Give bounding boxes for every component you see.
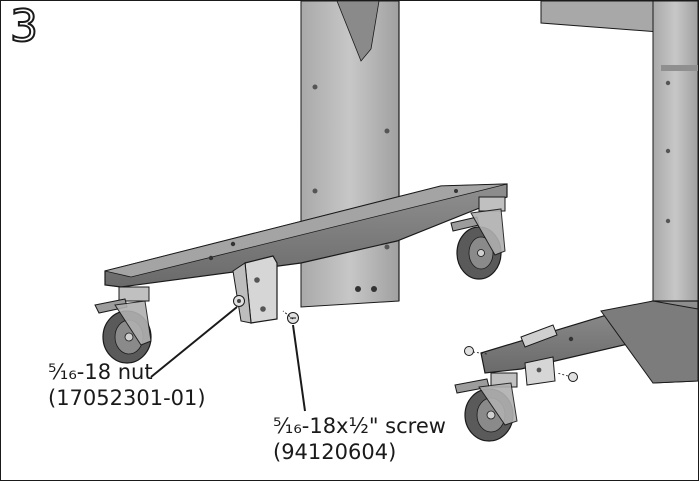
nut-size-label: ⁵⁄₁₆-18 nut — [48, 360, 153, 384]
screw-callout: ⁵⁄₁₆-18x½" screw (94120604) — [273, 413, 446, 465]
nut-leader-line — [150, 306, 238, 378]
screw-part — [282, 310, 299, 324]
step-number: 3 — [9, 1, 39, 52]
screw-part-number: (94120604) — [273, 440, 397, 464]
mounting-bracket — [232, 255, 278, 324]
screw-leader-line — [292, 324, 306, 412]
left-caster — [94, 286, 152, 364]
right-foot-bar — [480, 300, 698, 386]
nut-part — [233, 295, 245, 307]
nut-callout: ⁵⁄₁₆-18 nut (17052301-01) — [48, 359, 206, 411]
right-screw-part — [556, 372, 578, 382]
screw-size-label: ⁵⁄₁₆-18x½" screw — [273, 414, 446, 438]
nut-part-number: (17052301-01) — [48, 386, 206, 410]
back-caster — [450, 196, 506, 280]
right-nut-part — [464, 346, 488, 356]
front-right-caster — [454, 372, 518, 442]
right-column — [540, 1, 698, 384]
left-column — [300, 1, 400, 308]
left-foot-bar — [104, 183, 508, 288]
